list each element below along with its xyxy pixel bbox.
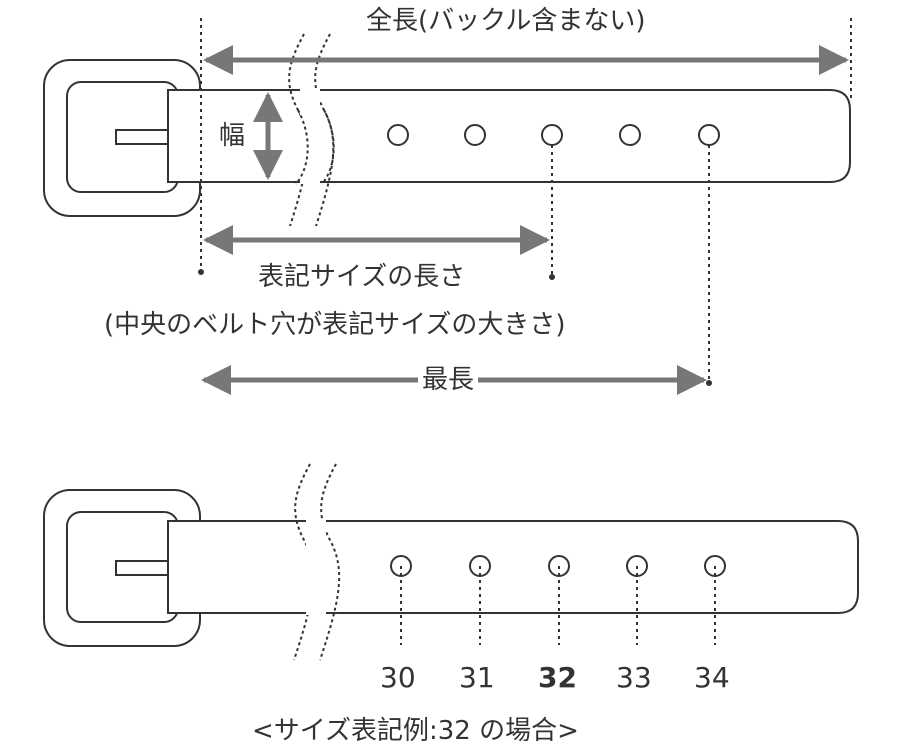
belt-strap-left-edges: [167, 520, 312, 614]
example-caption: <サイズ表記例:32 の場合>: [248, 718, 583, 744]
max-length-label: 最長: [418, 367, 479, 393]
hole-size-label: 30: [376, 664, 420, 692]
buckle-prong: [115, 560, 169, 576]
belt-strap-left: [168, 521, 312, 613]
bottom-belt: [43, 463, 859, 661]
guide-dots: [198, 269, 712, 386]
size-length-label: 表記サイズの長さ: [254, 264, 470, 290]
belt-strap-left-edges: [167, 89, 312, 183]
width-label: 幅: [219, 121, 246, 151]
buckle-prong: [115, 129, 169, 145]
break-line-1b: [295, 109, 309, 185]
break-gap: [306, 519, 326, 615]
belt-strap-right: [306, 520, 859, 614]
top-belt: [43, 33, 851, 227]
hole-size-label: 33: [612, 664, 656, 692]
break-line-1: [293, 463, 315, 661]
hole-size-label: 34: [690, 664, 734, 692]
belt-hole: [464, 124, 486, 146]
hole-size-label-highlighted: 32: [534, 664, 581, 692]
size-note-label: (中央のベルト穴が表記サイズの大きさ): [100, 312, 570, 338]
break-line-2b: [321, 109, 335, 185]
belt-strap-right: [306, 89, 851, 183]
hole-size-label: 31: [455, 664, 499, 692]
break-gap: [300, 88, 320, 184]
belt-hole: [619, 124, 641, 146]
belt-hole: [387, 124, 409, 146]
break-line-2: [319, 463, 341, 661]
guide-lines: [200, 18, 852, 380]
total-length-label: 全長(バックル含まない): [362, 8, 650, 34]
hole-guides: [400, 566, 716, 645]
